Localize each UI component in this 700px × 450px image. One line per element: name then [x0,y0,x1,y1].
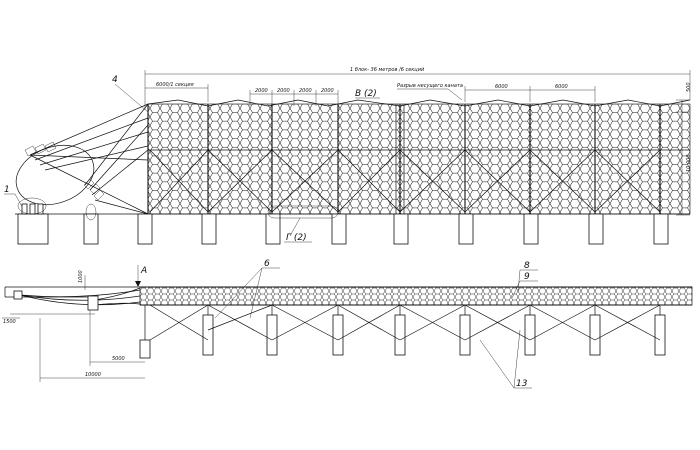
label-4: 4 [112,75,118,85]
callout-b: В (2) [355,89,377,99]
overall-dimension: 1 блок- 36 метров /6 секций [144,67,691,110]
overall-dimension-label: 1 блок- 36 метров /6 секций [350,67,425,73]
cross-braces [148,149,690,213]
elevation-view: 1 блок- 36 метров /6 секций 6000/1 секци… [4,67,692,245]
label-1: 1 [4,185,10,195]
dim-10000: 10000 [85,372,101,378]
foundations [17,213,669,245]
callout-a: А [140,266,147,276]
dim-1000: 1000 [78,270,84,283]
label-13: 13 [516,379,528,389]
anchor-blocks [17,197,47,215]
spacing-dimensions: 2000 2000 2000 2000 [249,88,339,106]
plan-view: 1000 1500 5000 10000 А 6 8 9 13 [2,259,693,389]
net-note: Разрыв несущего каната [397,83,463,89]
label-6: 6 [264,259,270,269]
plan-supports [139,305,666,359]
plan-anchor-cables [13,287,141,311]
dim-1500: 1500 [3,319,16,325]
plan-braces [149,304,661,341]
dim-2000-d: 2000 [321,88,334,94]
mesh-panel [147,103,691,215]
dim-2000-b: 2000 [277,88,290,94]
section-dimension: 6000/1 секция [145,82,209,102]
dim-2000-c: 2000 [299,88,312,94]
dim-2000-a: 2000 [255,88,268,94]
top-dimension: 500 [686,82,692,92]
dim-6000-a: 6000 [495,84,508,90]
dim-5000: 5000 [112,356,125,362]
top-cable [147,99,691,107]
section-dimension-label: 6000/1 секция [156,82,194,88]
label-9: 9 [524,272,530,282]
dim-6000-b: 6000 [555,84,568,90]
anchor-cables [15,103,149,215]
callout-g-box [267,205,339,219]
label-8: 8 [524,261,530,271]
right-dimensions: 6000 6000 [464,84,596,102]
callout-g: Г (2) [286,233,307,243]
plan-mesh [139,286,693,306]
elevation-posts [207,104,661,214]
